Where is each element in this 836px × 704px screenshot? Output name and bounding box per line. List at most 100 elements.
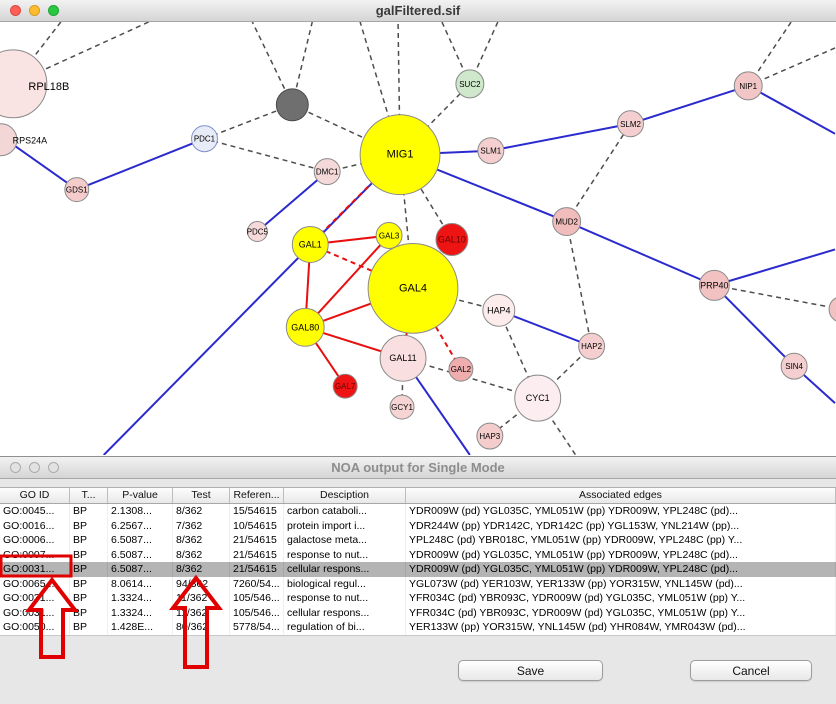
- network-window-title: galFiltered.sif: [375, 3, 461, 18]
- graph-node-hap3[interactable]: [476, 422, 504, 450]
- graph-node-gal11[interactable]: [379, 334, 427, 382]
- graph-node-label: RPL18B: [28, 81, 69, 93]
- graph-node-label: MIG1: [387, 149, 414, 161]
- table-cell: 1.3324...: [108, 605, 173, 620]
- graph-node-hap2[interactable]: [578, 332, 606, 360]
- graph-node-gal80[interactable]: [285, 307, 325, 347]
- graph-edge: [566, 123, 632, 222]
- graph-node-suc2[interactable]: [455, 69, 485, 99]
- graph-node-pdc5[interactable]: [246, 221, 268, 242]
- graph-node-gal3[interactable]: [375, 222, 403, 249]
- graph-node-gal10[interactable]: [435, 223, 469, 256]
- graph-edge: [498, 309, 592, 348]
- column-header[interactable]: Desciption: [284, 488, 406, 503]
- minimize-button[interactable]: [29, 462, 40, 473]
- graph-node-slm2[interactable]: [617, 110, 644, 138]
- graph-node-label: GAL10: [438, 234, 466, 244]
- table-cell: 5778/54...: [230, 620, 284, 635]
- graph-node[interactable]: [275, 88, 309, 122]
- graph-node-sin4[interactable]: [780, 352, 808, 380]
- table-cell: 7260/54...: [230, 576, 284, 591]
- graph-node-label: GAL3: [379, 231, 400, 240]
- close-button[interactable]: [10, 462, 21, 473]
- graph-node-label: DMC1: [316, 168, 339, 177]
- table-cell: GO:0016...: [0, 518, 70, 533]
- minimize-button[interactable]: [29, 5, 40, 16]
- table-cell: cellular respons...: [284, 605, 406, 620]
- noa-window-titlebar[interactable]: NOA output for Single Mode: [0, 457, 836, 479]
- graph-node-gal4[interactable]: [367, 242, 459, 334]
- column-header[interactable]: Referen...: [230, 488, 284, 503]
- graph-node-prp40[interactable]: [698, 269, 730, 301]
- table-cell: carbon cataboli...: [284, 504, 406, 519]
- graph-node-hap4[interactable]: [482, 293, 516, 327]
- graph-node-nip1[interactable]: [733, 71, 763, 101]
- column-header[interactable]: T...: [70, 488, 108, 503]
- table-cell: regulation of bi...: [284, 620, 406, 635]
- graph-edge: [12, 22, 149, 85]
- graph-node-label: GAL11: [389, 353, 416, 363]
- graph-edge: [747, 47, 836, 87]
- table-cell: 8/362: [173, 562, 230, 577]
- graph-edge: [714, 248, 836, 287]
- graph-edge: [565, 221, 593, 347]
- column-header[interactable]: GO ID: [0, 488, 70, 503]
- table-cell: YDR244W (pp) YDR142C, YDR142C (pp) YGL15…: [406, 518, 836, 533]
- table-cell: cellular respons...: [284, 562, 406, 577]
- column-header[interactable]: Associated edges: [406, 488, 836, 503]
- graph-node-label: PRP40: [700, 280, 728, 290]
- table-cell: YFR034C (pd) YBR093C, YDR009W (pd) YGL03…: [406, 591, 836, 606]
- graph-node-mud2[interactable]: [552, 207, 582, 237]
- graph-node-cyc1[interactable]: [514, 374, 562, 422]
- close-button[interactable]: [10, 5, 21, 16]
- graph-edge: [412, 287, 462, 370]
- graph-node-label: PDC1: [194, 135, 216, 144]
- table-cell: 21/54615: [230, 533, 284, 548]
- graph-node-gal7[interactable]: [332, 373, 358, 399]
- graph-node-gds1[interactable]: [64, 177, 90, 203]
- graph-edge: [399, 83, 471, 156]
- column-header[interactable]: P-value: [108, 488, 173, 503]
- graph-node-pdc1[interactable]: [191, 125, 218, 153]
- graph-node-label: GAL1: [299, 239, 322, 249]
- table-cell: biological regul...: [284, 576, 406, 591]
- graph-node-slm1[interactable]: [477, 137, 505, 165]
- table-cell: YPL248C (pd) YBR018C, YML051W (pp) YDR00…: [406, 533, 836, 548]
- graph-node-mig1[interactable]: [359, 114, 441, 196]
- table-cell: 6.5087...: [108, 562, 173, 577]
- graph-node-gal2[interactable]: [448, 356, 474, 382]
- network-window-titlebar[interactable]: galFiltered.sif: [0, 0, 836, 22]
- graph-node-dmc1[interactable]: [313, 158, 341, 186]
- graph-node-label: NIP1: [739, 82, 757, 91]
- cancel-button[interactable]: Cancel: [690, 660, 812, 681]
- graph-node-gcy1[interactable]: [389, 394, 415, 420]
- graph-node-rps24a[interactable]: [0, 123, 18, 157]
- table-cell: 21/54615: [230, 547, 284, 562]
- table-cell: 2.1308...: [108, 504, 173, 519]
- column-header[interactable]: Test: [173, 488, 230, 503]
- zoom-button[interactable]: [48, 462, 59, 473]
- zoom-button[interactable]: [48, 5, 59, 16]
- graph-edge: [304, 234, 390, 328]
- save-button[interactable]: Save: [458, 660, 603, 681]
- graph-node-label: PDC5: [247, 228, 269, 237]
- table-cell: protein import i...: [284, 518, 406, 533]
- table-cell: BP: [70, 533, 108, 548]
- graph-edge: [204, 138, 328, 173]
- graph-node[interactable]: [828, 296, 836, 322]
- graph-node-rpl18b[interactable]: [0, 49, 48, 119]
- table-cell: 8/362: [173, 547, 230, 562]
- graph-node-label: SIN4: [785, 362, 803, 371]
- graph-node-gal1[interactable]: [291, 226, 329, 263]
